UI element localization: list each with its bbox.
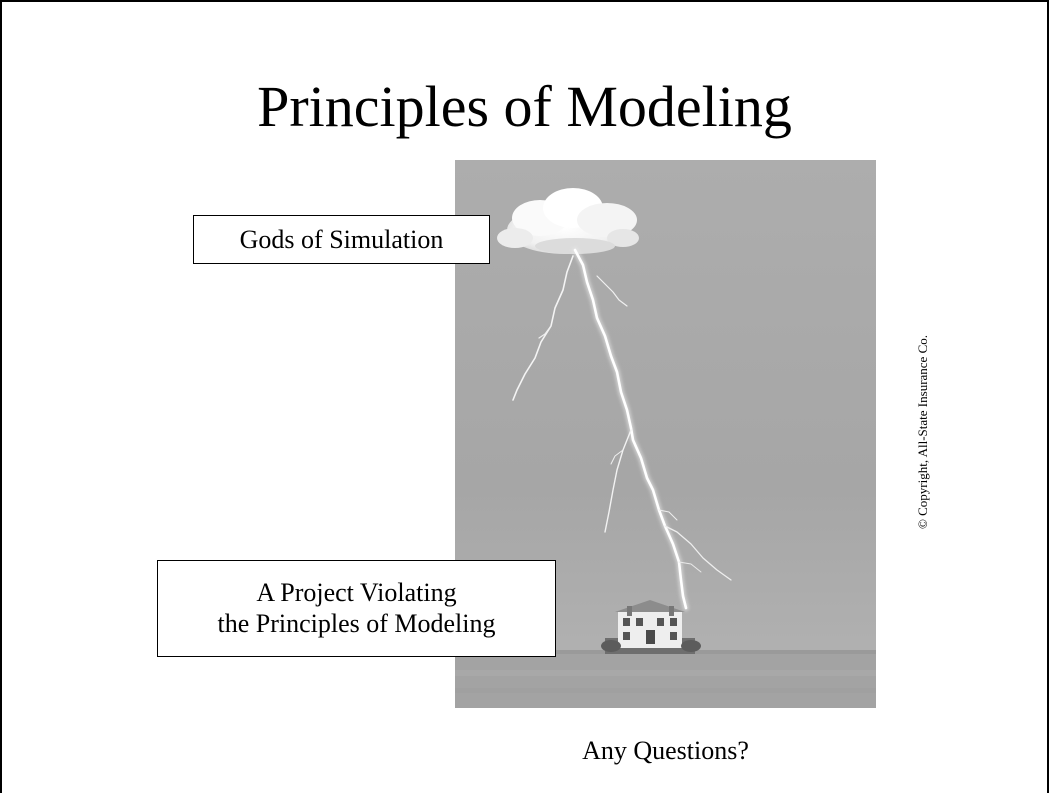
field [455, 650, 876, 708]
project-label-line2: the Principles of Modeling [217, 609, 496, 638]
project-violating-label: A Project Violating the Principles of Mo… [157, 560, 556, 657]
house [601, 600, 701, 654]
any-questions-caption: Any Questions? [582, 736, 749, 765]
cloud [497, 188, 639, 254]
project-label-line1: A Project Violating [256, 578, 457, 607]
slide-title: Principles of Modeling [257, 74, 792, 139]
copyright-text: © Copyright, All-State Insurance Co. [915, 334, 930, 530]
lightning-bolt [512, 247, 732, 611]
gods-of-simulation-label: Gods of Simulation [193, 215, 490, 264]
